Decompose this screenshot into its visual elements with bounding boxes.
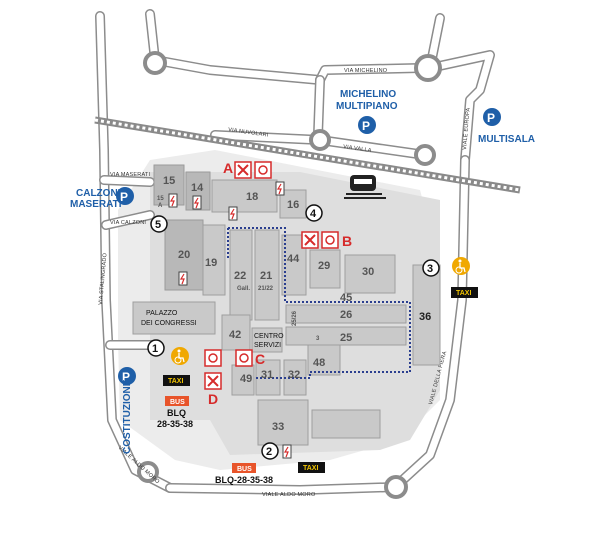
svg-text:P: P — [120, 190, 128, 204]
svg-text:P: P — [362, 119, 370, 133]
entrance-number: 1 — [152, 343, 158, 355]
visitor-route — [228, 227, 411, 379]
street-label: VIA MICHELINO — [344, 68, 388, 74]
entrance-number: 4 — [310, 208, 317, 220]
taxi-label: TAXI — [168, 378, 183, 385]
bus-label: BUS — [237, 466, 252, 473]
hall-14: 14 — [191, 182, 204, 194]
train-icon — [344, 175, 386, 199]
hall-16: 16 — [287, 199, 299, 211]
ev-charging-icon — [282, 444, 292, 459]
taxi-stand[interactable]: TAXI — [298, 462, 325, 473]
hall-45: 45 — [340, 292, 352, 304]
ev-charging-icon — [275, 181, 285, 196]
gallery-label: Gall. — [237, 286, 250, 292]
parking-icon: P — [116, 187, 134, 205]
palazzo-label: PALAZZO — [146, 310, 178, 317]
entrance-5[interactable]: 5 — [150, 215, 168, 233]
parking-icon: P — [358, 116, 376, 134]
hall-36: 36 — [419, 311, 431, 323]
ev-charging-icon — [192, 195, 202, 210]
restaurant-letter-c: C — [255, 351, 265, 367]
exhibition-halls — [132, 164, 441, 446]
bus-label: BUS — [170, 399, 185, 406]
hall-48: 48 — [313, 357, 325, 369]
restaurant-letter-a: A — [223, 160, 233, 176]
hall-25-26: 25/26 — [292, 310, 298, 326]
hall-15a-suffix: A — [158, 203, 163, 209]
bus-stop[interactable]: BUS — [232, 463, 256, 473]
ev-charging-icon — [168, 193, 178, 208]
taxi-label: TAXI — [303, 465, 318, 472]
multisala-label: MULTISALA — [478, 134, 535, 145]
calzoni-label: MASERATI — [70, 199, 122, 210]
restaurant-c[interactable]: C — [204, 349, 265, 367]
bus-stop[interactable]: BUS — [165, 396, 189, 406]
hall-25: 25 — [340, 332, 352, 344]
restaurant-letter-d: D — [208, 391, 218, 407]
hall-3: 3 — [316, 336, 320, 342]
street-label: VIALE ALDO MORO — [262, 492, 316, 498]
hall-32: 32 — [288, 369, 300, 381]
restaurant-letter-b: B — [342, 233, 352, 249]
hall-18: 18 — [246, 191, 258, 203]
entrance-2[interactable]: 2 — [261, 442, 279, 460]
hall-44: 44 — [287, 253, 300, 265]
centro-servizi-label: SERVIZI — [254, 342, 281, 349]
hall-19: 19 — [205, 257, 217, 269]
entrance-number: 3 — [427, 263, 433, 275]
taxi-label: TAXI — [456, 290, 471, 297]
hall-42: 42 — [229, 329, 241, 341]
michelino-label: MICHELINO — [340, 89, 396, 100]
entrance-1[interactable]: 1 — [147, 339, 165, 357]
street-label: VIALE EUROPA — [462, 107, 472, 150]
hall-15: 15 — [163, 175, 175, 187]
hall-21: 21 — [260, 270, 272, 282]
taxi-stand[interactable]: TAXI — [451, 287, 478, 298]
hall-22: 22 — [234, 270, 246, 282]
entrance-3[interactable]: 3 — [422, 259, 440, 277]
bus-lines: 28-35-38 — [157, 419, 193, 429]
restaurant-a[interactable]: A — [223, 160, 272, 179]
street-label: VIA VALLA — [343, 144, 372, 154]
entrance-number: 5 — [155, 219, 161, 231]
taxi-stand[interactable]: TAXI — [163, 375, 190, 386]
railway — [94, 116, 521, 194]
hall-30: 30 — [362, 266, 374, 278]
bus-lines: BLQ — [167, 408, 186, 418]
restaurant-b[interactable]: B — [301, 231, 352, 249]
michelino-label: MULTIPIANO — [336, 101, 398, 112]
svg-text:P: P — [487, 111, 495, 125]
calzoni-label: CALZONI — [76, 188, 121, 199]
centro-servizi-label: CENTRO — [254, 333, 284, 340]
parking-icon: P — [483, 108, 501, 126]
palazzo-label: DEI CONGRESSI — [141, 320, 197, 327]
svg-text:P: P — [122, 370, 130, 384]
hall-20: 20 — [178, 249, 190, 261]
ev-charging-icon — [178, 271, 188, 286]
wheelchair-icon — [171, 347, 189, 365]
hall-21-22: 21/22 — [258, 286, 274, 292]
street-label: VIA CALZONI — [110, 220, 146, 226]
hall-26: 26 — [340, 309, 352, 321]
hall-15a: 15 — [157, 196, 164, 202]
hall-29: 29 — [318, 260, 330, 272]
parking-icon: P — [118, 367, 136, 385]
street-label: VIA STALINGRADO — [98, 252, 109, 305]
restaurant-d[interactable]: D — [204, 372, 222, 407]
bus-lines: BLQ-28-35-38 — [215, 475, 273, 485]
hall-33: 33 — [272, 421, 284, 433]
wheelchair-icon — [452, 257, 470, 275]
hall-49: 49 — [240, 373, 252, 385]
entrance-number: 2 — [266, 446, 272, 458]
street-label: VIA NUVOLARI — [228, 127, 269, 139]
entrance-4[interactable]: 4 — [305, 204, 323, 222]
roundabouts — [137, 51, 442, 499]
ev-charging-icon — [228, 206, 238, 221]
costituzione-label: COSTITUZIONE — [122, 379, 133, 454]
street-label: VIA MASERATI — [110, 172, 150, 178]
hall-31: 31 — [261, 369, 273, 381]
